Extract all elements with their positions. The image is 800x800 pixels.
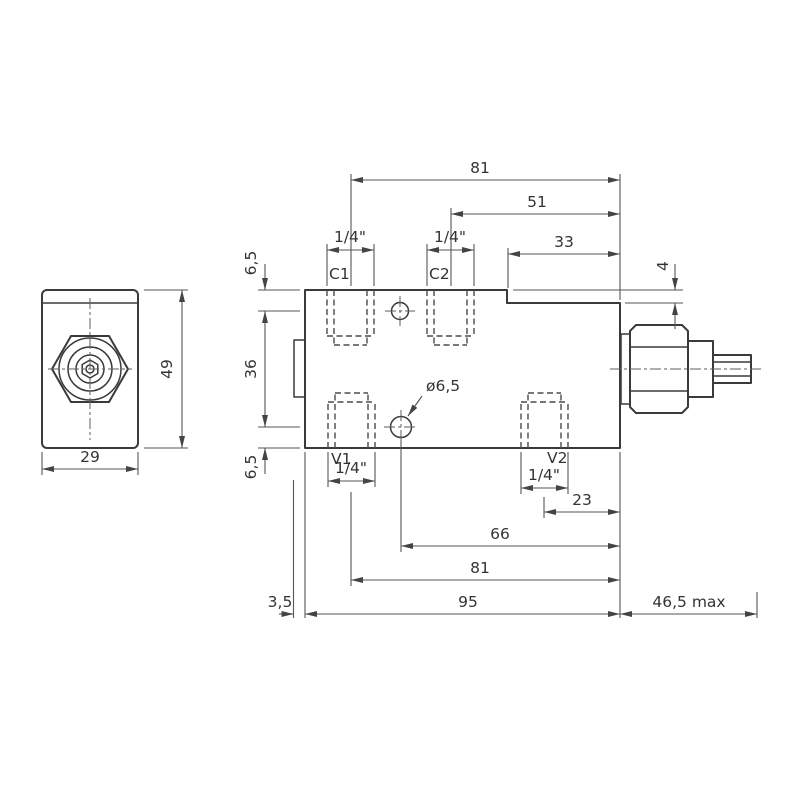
end-view — [41, 289, 139, 449]
dim-text-95: 95 — [458, 593, 478, 611]
extension-lines-end-view — [41, 289, 188, 475]
dim-text-65-bottom: 6,5 — [242, 455, 260, 480]
dim-text-49: 49 — [158, 359, 176, 379]
dim-text-81-top: 81 — [470, 159, 490, 177]
port-label-c2: C2 — [429, 265, 450, 283]
port-v1-hidden-outline — [327, 392, 376, 448]
main-view — [293, 289, 762, 449]
cartridge-hex-facet-lines — [630, 346, 688, 392]
dimension-lines — [42, 177, 757, 617]
port-label-v1: V1 — [331, 450, 351, 468]
extension-lines — [41, 174, 758, 618]
hole-dia-label: ø6,5 — [426, 377, 460, 395]
dim-text-quarter-c2: 1/4" — [434, 228, 466, 246]
dimension-texts: 81 51 33 1/4" 1/4" 4 6,5 36 6,5 C1 C2 V1… — [80, 159, 725, 611]
dim-text-quarter-c1: 1/4" — [334, 228, 366, 246]
end-view-centerlines — [48, 298, 132, 440]
extension-lines-top — [326, 174, 621, 300]
mounting-tab — [293, 339, 306, 398]
valve-body-outline — [304, 289, 621, 449]
dim-text-29: 29 — [80, 448, 100, 466]
dim-text-quarter-v1: 1/4" — [335, 459, 367, 477]
dim-text-51: 51 — [527, 193, 547, 211]
extension-lines-bottom — [292, 440, 758, 618]
dim-text-23: 23 — [572, 491, 592, 509]
dim-text-465-max: 46,5 max — [652, 593, 725, 611]
dim-text-35: 3,5 — [268, 593, 293, 611]
dim-text-81-bottom: 81 — [470, 559, 490, 577]
dim-text-4: 4 — [654, 261, 672, 271]
dim-text-quarter-v2: 1/4" — [528, 466, 560, 484]
dim-text-36: 36 — [242, 359, 260, 379]
adjustment-stem-lines — [713, 361, 751, 377]
port-c1-hidden-outline — [326, 290, 375, 346]
extension-lines-step — [513, 289, 683, 304]
port-v2-hidden-outline — [520, 392, 569, 448]
port-label-v2: V2 — [547, 449, 567, 467]
end-view-block — [41, 289, 139, 449]
dim-text-33: 33 — [554, 233, 574, 251]
dim-text-65-top: 6,5 — [242, 251, 260, 276]
port-c2-hidden-outline — [426, 290, 475, 346]
extension-lines-left — [258, 289, 300, 449]
hole-centerlines — [384, 296, 418, 444]
hole-dia-leader-line — [407, 395, 423, 417]
cartridge-hex-nut — [629, 324, 689, 414]
dim-text-66: 66 — [490, 525, 510, 543]
port-label-c1: C1 — [329, 265, 350, 283]
